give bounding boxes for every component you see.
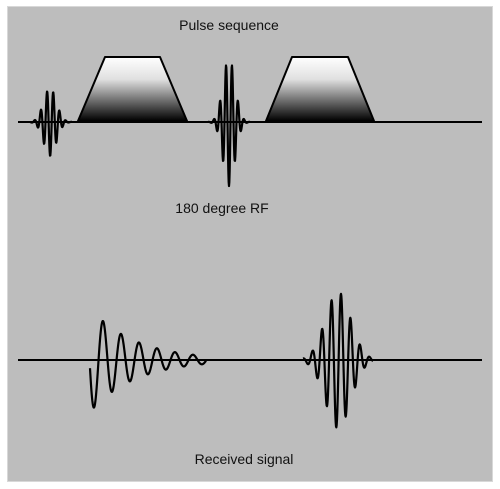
rf-pulse-90 [29,90,73,157]
gradient-pulse-2 [265,56,375,122]
gradient-pulse-1 [77,56,188,122]
fid-signal [88,319,207,409]
pulse-sequence-label: Pulse sequence [179,17,279,33]
rf-180-label: 180 degree RF [175,200,269,216]
echo-signal [302,292,374,429]
rf-pulse-180 [207,64,251,188]
diagram-panel [7,6,493,482]
received-signal-label: Received signal [194,451,294,467]
